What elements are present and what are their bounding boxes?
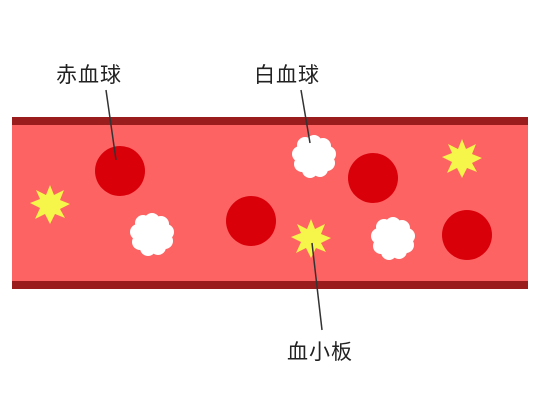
red-blood-cell: [442, 210, 492, 260]
red-blood-cell: [95, 146, 145, 196]
red-blood-cell: [226, 196, 276, 246]
leader-line-white-blood-cell: [300, 89, 311, 144]
vessel-wall-top: [12, 117, 528, 125]
red-blood-cell: [348, 153, 398, 203]
label-red-blood-cell: 赤血球: [56, 63, 122, 87]
label-platelet: 血小板: [287, 340, 353, 364]
vessel-wall-bottom: [12, 281, 528, 289]
leader-line-red-blood-cell: [105, 89, 117, 161]
leader-line-platelet: [311, 242, 323, 331]
vessel-lumen: [12, 121, 528, 285]
label-white-blood-cell: 白血球: [254, 63, 320, 87]
